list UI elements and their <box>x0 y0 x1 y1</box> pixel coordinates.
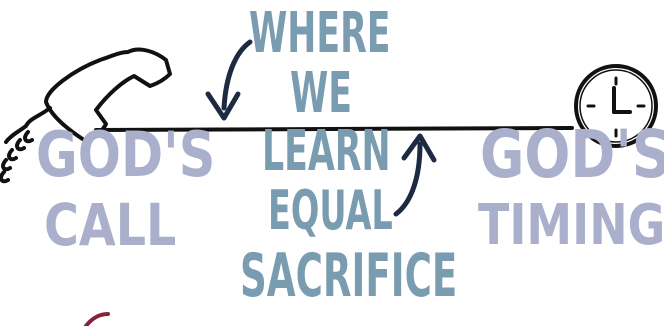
word-where: WHERE <box>249 1 391 66</box>
curved-arrow-up-icon <box>393 133 437 217</box>
word-equal: EQUAL <box>268 179 393 242</box>
phone-handset-icon <box>0 47 172 184</box>
clock-icon <box>574 64 658 148</box>
right-label-line1: GOD'S <box>480 116 664 193</box>
right-label-line2: TIMING <box>478 193 664 258</box>
curved-arrow-down-icon <box>205 39 253 121</box>
word-learn: LEARN <box>262 119 391 184</box>
left-label-line1: GOD'S <box>36 118 216 191</box>
word-sacrifice: SACRIFICE <box>240 241 458 311</box>
timeline-line <box>94 126 574 132</box>
scribble-mark <box>84 312 110 326</box>
left-label-line2: CALL <box>44 191 177 259</box>
word-we: WE <box>290 61 353 126</box>
